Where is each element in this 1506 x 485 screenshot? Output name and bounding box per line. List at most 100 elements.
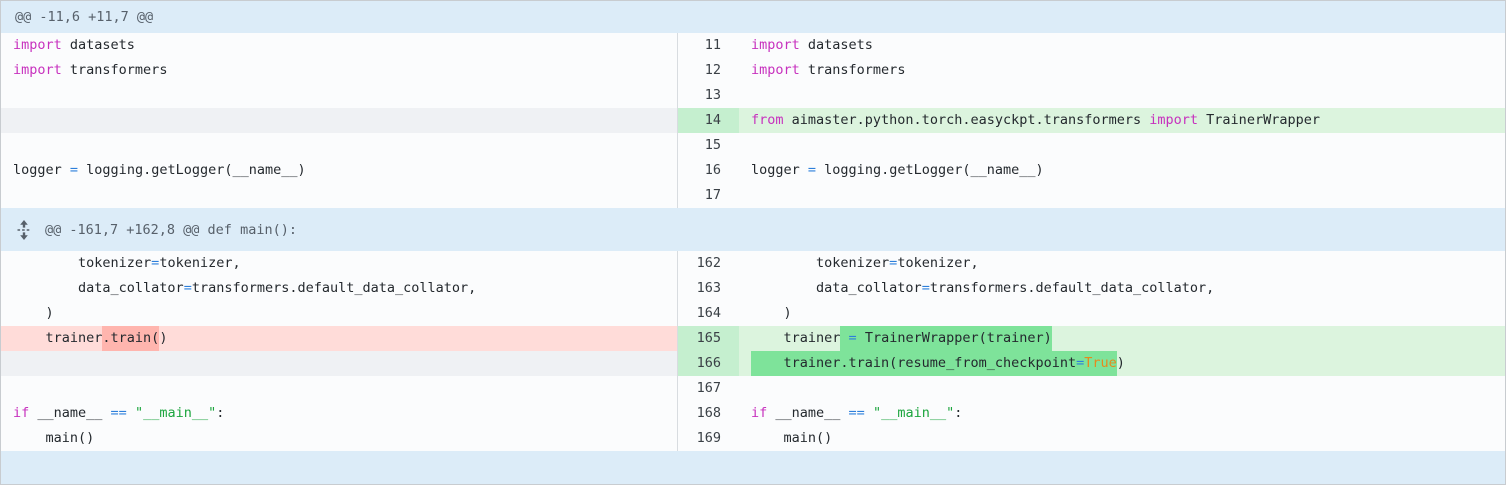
code-token: "__main__": [134, 405, 217, 421]
code-token: :: [216, 405, 225, 421]
bottom-bar: [1, 451, 1505, 484]
code-token: =: [69, 162, 79, 178]
hunk-header-text: @@ -161,7 +162,8 @@ def main():: [45, 221, 297, 238]
code-token: __name__: [767, 405, 849, 421]
new-code-line: data_collator=transformers.default_data_…: [739, 276, 1505, 301]
unfold-icon[interactable]: [17, 219, 31, 240]
code-token: aimaster.python.torch.easyckpt.transform…: [783, 112, 1150, 128]
pane-divider: [677, 108, 678, 133]
old-code-line: [1, 183, 677, 208]
code-token: ): [159, 330, 168, 346]
new-code-line: import datasets: [739, 33, 1505, 58]
line-number[interactable]: 166: [678, 351, 739, 376]
diff-row: 13: [1, 83, 1505, 108]
line-number[interactable]: 12: [678, 58, 739, 83]
code-token: transformers: [799, 62, 906, 78]
line-number[interactable]: 164: [678, 301, 739, 326]
line-number[interactable]: 16: [678, 158, 739, 183]
pane-divider: [677, 376, 678, 401]
code-token: ==: [110, 405, 127, 421]
diff-row: trainer.train()165 trainer = TrainerWrap…: [1, 326, 1505, 351]
old-code-line: data_collator=transformers.default_data_…: [1, 276, 677, 301]
old-code-line: logger = logging.getLogger(__name__): [1, 158, 677, 183]
code-token: logger: [751, 162, 808, 178]
old-code-line: [1, 351, 677, 376]
diff-row: tokenizer=tokenizer,162 tokenizer=tokeni…: [1, 251, 1505, 276]
old-code-line: import datasets: [1, 33, 677, 58]
pane-divider: [677, 158, 678, 183]
code-token: True: [1084, 351, 1117, 376]
old-code-line: main(): [1, 426, 677, 451]
code-token: trainer: [13, 330, 103, 346]
code-token: ): [13, 305, 54, 321]
code-token: =: [921, 280, 930, 296]
code-token: logging.getLogger(__name__): [78, 162, 306, 178]
old-code-line: [1, 108, 677, 133]
new-code-line: trainer = TrainerWrapper(trainer): [739, 326, 1505, 351]
code-token: tokenizer,: [159, 255, 241, 271]
new-code-line: [739, 83, 1505, 108]
line-number[interactable]: 168: [678, 401, 739, 426]
pane-divider: [677, 401, 678, 426]
hunk-header-text: @@ -11,6 +11,7 @@: [15, 9, 154, 25]
new-code-line: tokenizer=tokenizer,: [739, 251, 1505, 276]
new-code-line: [739, 183, 1505, 208]
pane-divider: [677, 183, 678, 208]
code-token: import: [13, 62, 62, 78]
new-code-line: import transformers: [739, 58, 1505, 83]
pane-divider: [677, 251, 678, 276]
code-token: =: [889, 255, 898, 271]
line-number[interactable]: 13: [678, 83, 739, 108]
code-token: =: [183, 280, 192, 296]
old-code-line: [1, 133, 677, 158]
old-code-line: if __name__ == "__main__":: [1, 401, 677, 426]
diff-row: main()169 main(): [1, 426, 1505, 451]
code-token: main(): [13, 430, 95, 446]
pane-divider: [677, 426, 678, 451]
code-token: transformers.default_data_collator,: [929, 280, 1215, 296]
code-token: "__main__": [872, 405, 955, 421]
line-number[interactable]: 165: [678, 326, 739, 351]
new-code-line: from aimaster.python.torch.easyckpt.tran…: [739, 108, 1505, 133]
code-token: tokenizer: [751, 255, 890, 271]
code-token: data_collator: [751, 280, 922, 296]
diff-row: 15: [1, 133, 1505, 158]
line-number[interactable]: 167: [678, 376, 739, 401]
code-token: [865, 401, 873, 426]
code-token: import: [1149, 112, 1199, 128]
hunk-header: @@ -11,6 +11,7 @@: [1, 1, 1505, 33]
old-code-line: import transformers: [1, 58, 677, 83]
pane-divider: [677, 83, 678, 108]
line-number[interactable]: 17: [678, 183, 739, 208]
old-code-line: tokenizer=tokenizer,: [1, 251, 677, 276]
code-token: tokenizer,: [897, 255, 979, 271]
code-token: logging.getLogger(__name__): [816, 162, 1044, 178]
line-number[interactable]: 169: [678, 426, 739, 451]
line-number[interactable]: 162: [678, 251, 739, 276]
new-code-line: [739, 376, 1505, 401]
code-token: :: [954, 405, 963, 421]
line-number[interactable]: 15: [678, 133, 739, 158]
new-code-line: logger = logging.getLogger(__name__): [739, 158, 1505, 183]
pane-divider: [677, 301, 678, 326]
code-token: from: [751, 112, 784, 128]
line-number[interactable]: 11: [678, 33, 739, 58]
code-token: =: [151, 255, 160, 271]
code-token: import: [13, 37, 62, 53]
code-token: datasets: [61, 37, 135, 53]
code-token: tokenizer: [13, 255, 152, 271]
line-number[interactable]: 163: [678, 276, 739, 301]
new-code-line: main(): [739, 426, 1505, 451]
code-token: data_collator: [13, 280, 184, 296]
code-token: if: [13, 405, 30, 421]
diff-row: 167: [1, 376, 1505, 401]
line-number[interactable]: 14: [678, 108, 739, 133]
new-code-line: trainer.train(resume_from_checkpoint=Tru…: [739, 351, 1505, 376]
